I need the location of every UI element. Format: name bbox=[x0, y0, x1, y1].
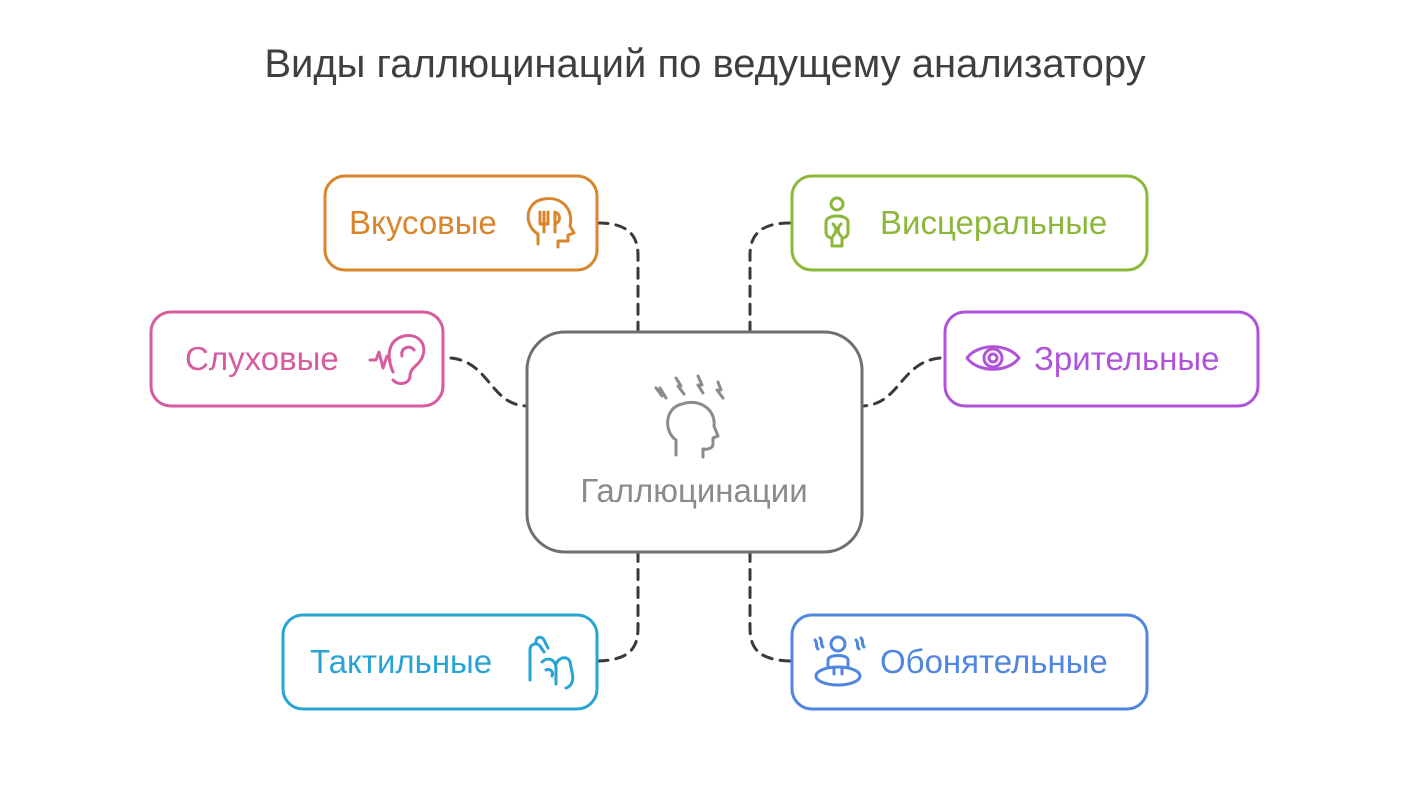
connector-olfactory bbox=[748, 550, 792, 663]
connector-auditory bbox=[449, 356, 529, 408]
connector-visceral bbox=[748, 221, 792, 334]
ear-sound-icon bbox=[368, 334, 426, 385]
connector-gustatory bbox=[596, 221, 640, 334]
node-olfactory: Обонятельные bbox=[790, 613, 1149, 711]
node-tactile-label: Тактильные bbox=[310, 643, 492, 680]
body-organs-icon bbox=[824, 196, 850, 248]
node-tactile: Тактильные bbox=[281, 613, 599, 711]
center-label: Галлюцинации bbox=[580, 472, 807, 509]
connector-tactile bbox=[596, 550, 640, 663]
eye-icon bbox=[965, 345, 1021, 371]
node-visceral-label: Висцеральные bbox=[880, 204, 1107, 241]
node-visual: Зрительные bbox=[943, 310, 1260, 408]
node-auditory: Слуховые bbox=[149, 310, 445, 408]
connector-visual bbox=[860, 356, 942, 408]
node-olfactory-label: Обонятельные bbox=[880, 643, 1108, 680]
connectors bbox=[449, 221, 942, 663]
node-auditory-label: Слуховые bbox=[185, 340, 339, 377]
node-gustatory-label: Вкусовые bbox=[349, 204, 497, 241]
diagram-title: Виды галлюцинаций по ведущему анализатор… bbox=[264, 42, 1145, 86]
center-node: Галлюцинации bbox=[525, 330, 864, 554]
head-sparks-icon bbox=[654, 374, 725, 459]
node-visual-label: Зрительные bbox=[1034, 340, 1219, 377]
node-gustatory: Вкусовые bbox=[323, 174, 599, 272]
person-scent-icon bbox=[813, 635, 866, 687]
node-visceral: Висцеральные bbox=[790, 174, 1149, 272]
hands-touch-icon bbox=[528, 635, 575, 690]
head-fork-knife-icon bbox=[526, 197, 576, 249]
